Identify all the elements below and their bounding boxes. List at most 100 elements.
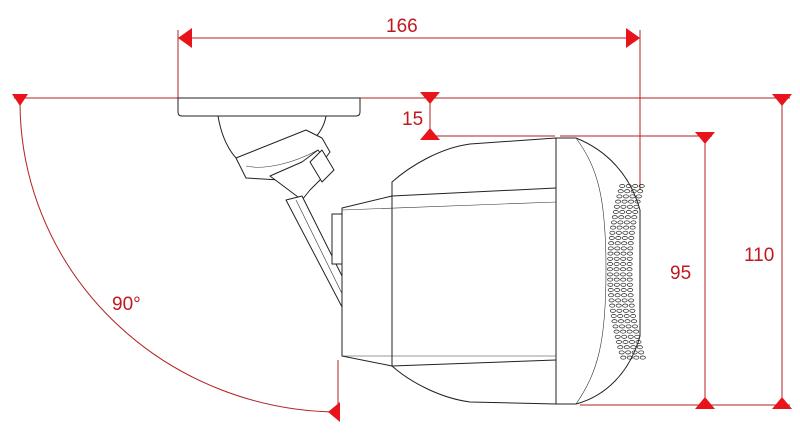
ir-led-dot: [620, 277, 627, 282]
ir-led-dot: [627, 251, 633, 256]
ir-led-dot: [626, 267, 633, 272]
ir-led-dot: [630, 345, 637, 350]
ir-led-dot: [622, 303, 629, 308]
ir-led-dot: [616, 308, 623, 313]
ir-led-dot: [607, 282, 614, 287]
arrow-90-end: [328, 402, 340, 422]
ir-led-dot: [618, 215, 625, 220]
ir-led-dot: [621, 199, 628, 204]
ir-led-dot: [639, 355, 646, 360]
ir-led-dot: [607, 277, 614, 282]
ir-led-dot: [620, 251, 627, 256]
ir-led-dot: [624, 319, 631, 324]
ir-led-dot: [620, 204, 627, 209]
ir-led-dot: [611, 215, 618, 220]
label-height-110: 110: [744, 245, 774, 266]
ir-led-dot: [619, 324, 625, 329]
ir-led-dot: [609, 303, 616, 308]
ir-led-dot: [617, 189, 624, 194]
ir-led-dot: [623, 220, 630, 225]
ir-led-dot: [625, 350, 632, 355]
ir-led-dot: [613, 282, 620, 287]
ir-led-dot: [614, 334, 621, 339]
ir-led-dot: [638, 184, 645, 188]
ir-led-dot: [615, 230, 622, 235]
ir-led-dot: [610, 314, 617, 318]
ir-led-dot: [629, 225, 636, 230]
arrow-15-top: [420, 92, 440, 104]
ir-led-dot: [615, 199, 622, 204]
ir-led-dot: [618, 350, 625, 355]
ir-led-dot: [623, 345, 630, 350]
ir-led-dot: [607, 251, 614, 256]
ir-led-dot: [628, 230, 635, 235]
ir-led-dot: [608, 241, 615, 246]
ir-led-dot: [620, 267, 626, 272]
ir-led-dot: [620, 272, 626, 277]
arrow-15-bottom: [420, 128, 440, 140]
ir-led-dot: [625, 184, 632, 188]
arrow-95-bottom: [695, 397, 715, 409]
ir-led-dot: [632, 324, 638, 329]
dimension-arrows: [12, 28, 792, 422]
ir-led-dot: [627, 293, 634, 298]
ir-led-dot: [626, 272, 633, 277]
ir-led-dot: [630, 220, 637, 225]
ir-led-dot: [625, 210, 632, 214]
ir-led-dot: [621, 241, 628, 246]
ir-led-dot: [607, 246, 614, 251]
arrow-110-top: [772, 94, 792, 106]
ir-led-dot: [633, 355, 640, 360]
ir-led-dot: [627, 288, 634, 292]
ir-led-dot: [609, 308, 616, 313]
ir-led-dot: [626, 277, 633, 282]
ir-led-dot: [621, 236, 628, 240]
ir-led-dot: [628, 298, 635, 303]
ir-led-dot: [613, 329, 620, 334]
ir-led-dot: [622, 230, 629, 235]
ir-led-dot: [613, 204, 620, 209]
ir-led-dot: [612, 324, 619, 329]
ir-led-dot: [614, 241, 621, 246]
ir-led-dot: [607, 262, 614, 266]
ir-led-dot: [632, 210, 639, 214]
ir-led-dot: [620, 288, 627, 292]
ir-led-dot: [628, 236, 635, 240]
ir-led-dot: [627, 334, 634, 339]
dimension-labels: 166 15 95 110 90°: [112, 16, 774, 315]
ir-led-dot: [613, 277, 620, 282]
ir-led-dot: [612, 210, 619, 214]
ir-led-dot: [627, 241, 634, 246]
label-offset-15: 15: [402, 109, 423, 130]
ir-led-dot: [624, 215, 631, 220]
ir-led-dot: [636, 345, 643, 350]
ir-led-dot: [626, 282, 633, 287]
ir-led-dot: [633, 329, 640, 334]
ir-led-dot: [620, 329, 627, 334]
ir-led-dot: [618, 319, 624, 324]
ir-led-dot: [626, 329, 633, 334]
ir-led-dot: [613, 262, 620, 266]
arrow-166-left: [178, 28, 192, 48]
ir-led-grille: [607, 184, 646, 360]
ir-led-dot: [609, 230, 616, 235]
ir-led-dot: [607, 256, 614, 261]
ir-led-dot: [608, 236, 615, 240]
ir-led-dot: [638, 350, 645, 355]
label-height-95: 95: [670, 263, 691, 284]
ir-led-dot: [629, 308, 636, 313]
ir-led-dot: [624, 189, 631, 194]
ir-led-dot: [631, 319, 637, 324]
ir-led-dot: [626, 262, 633, 266]
camera-housing: [331, 137, 641, 405]
ir-led-dot: [628, 199, 635, 204]
ir-led-dot: [623, 225, 630, 230]
ir-led-dot: [613, 272, 620, 277]
ir-led-dot: [620, 262, 627, 266]
ir-led-dot: [635, 340, 642, 344]
dimension-lines: [14, 30, 790, 420]
ir-led-dot: [610, 220, 617, 225]
ir-led-dot: [635, 194, 642, 199]
ir-led-dot: [607, 267, 613, 272]
ir-led-dot: [617, 314, 624, 318]
